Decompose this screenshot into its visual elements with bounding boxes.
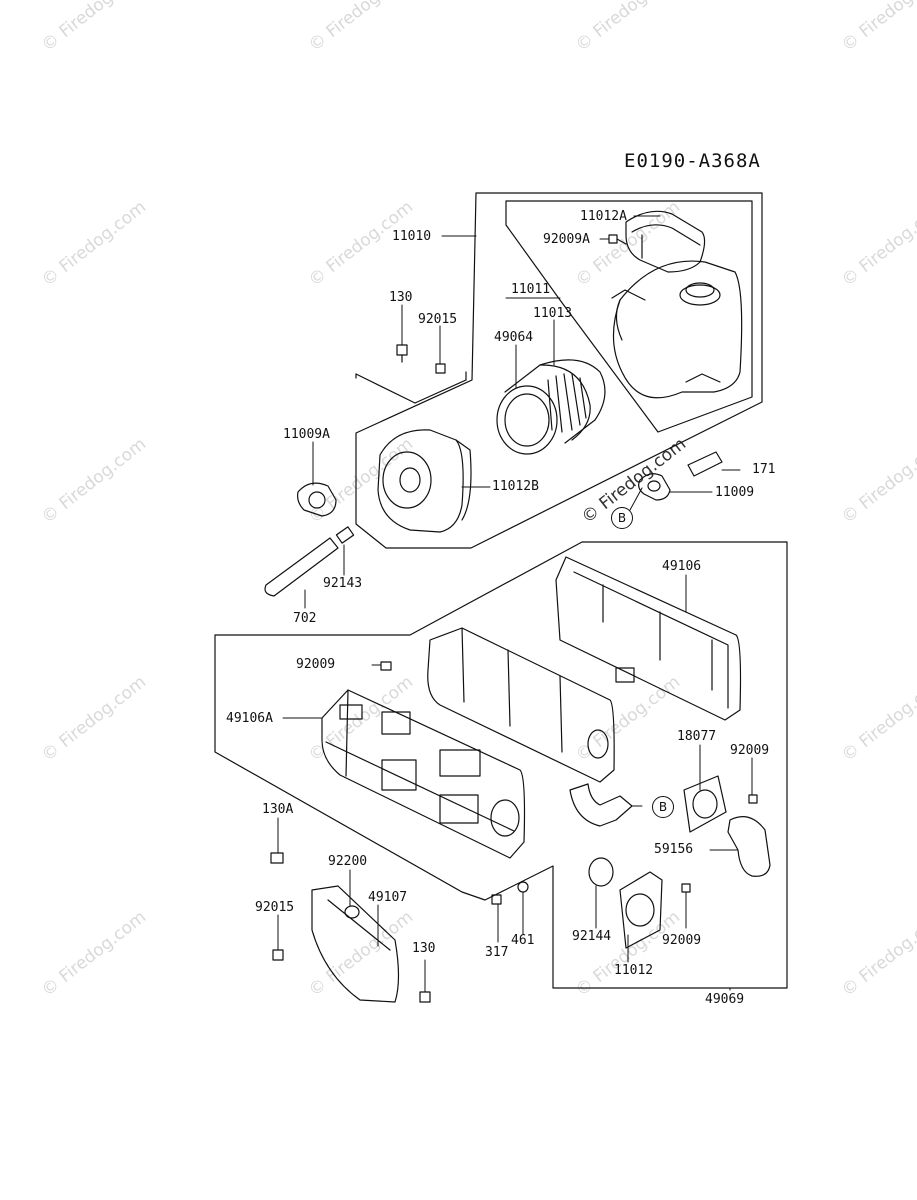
part-label-11009[interactable]: 11009 bbox=[715, 485, 755, 500]
part-label-49107[interactable]: 49107 bbox=[368, 890, 408, 905]
bolt-130A bbox=[270, 852, 284, 864]
part-label-92015[interactable]: 92015 bbox=[418, 312, 458, 327]
gasket-92144 bbox=[588, 857, 614, 887]
part-label-130[interactable]: 130 bbox=[389, 290, 413, 305]
bolt-92009-right bbox=[748, 794, 758, 804]
cover-11012A bbox=[625, 210, 706, 273]
part-label-317[interactable]: 317 bbox=[485, 945, 509, 960]
callout-b-lower: B bbox=[652, 796, 674, 818]
nut-92015-top bbox=[435, 363, 446, 374]
cover-49106A bbox=[321, 689, 526, 859]
part-label-11010[interactable]: 11010 bbox=[392, 229, 432, 244]
part-label-130A[interactable]: 130A bbox=[262, 802, 294, 817]
part-label-11012A[interactable]: 11012A bbox=[580, 209, 627, 224]
group-frame-11010 bbox=[355, 192, 763, 549]
leader-lines bbox=[277, 215, 753, 993]
pipe-171 bbox=[687, 451, 723, 477]
pipe-59156 bbox=[727, 816, 771, 877]
part-label-92143[interactable]: 92143 bbox=[323, 576, 363, 591]
part-label-92009[interactable]: 92009 bbox=[296, 657, 336, 672]
part-label-49106[interactable]: 49106 bbox=[662, 559, 702, 574]
bolt-92009-bottom bbox=[681, 883, 691, 893]
callout-b-upper: B bbox=[611, 507, 633, 529]
part-label-11011[interactable]: 11011 bbox=[511, 282, 551, 297]
housing-11011 bbox=[611, 260, 743, 399]
muffler-body bbox=[427, 627, 633, 827]
ring-461 bbox=[517, 881, 529, 893]
part-label-11013[interactable]: 11013 bbox=[533, 306, 573, 321]
diagram-code: E0190-A368A bbox=[624, 150, 761, 172]
part-label-461[interactable]: 461 bbox=[511, 933, 535, 948]
part-label-130[interactable]: 130 bbox=[412, 941, 436, 956]
flange-18077 bbox=[683, 775, 727, 833]
bolt-130-top bbox=[396, 344, 408, 363]
bolt-92009A bbox=[608, 234, 627, 245]
part-label-92009[interactable]: 92009 bbox=[730, 743, 770, 758]
nut-317 bbox=[491, 894, 502, 905]
gasket-11009 bbox=[638, 473, 671, 501]
nut-92015-bottom bbox=[272, 949, 284, 961]
base-11012B bbox=[377, 429, 472, 533]
guard-49107 bbox=[311, 885, 400, 1003]
group-frame-49069 bbox=[214, 541, 788, 989]
part-label-49064[interactable]: 49064 bbox=[494, 330, 534, 345]
part-label-59156[interactable]: 59156 bbox=[654, 842, 694, 857]
flange-11012 bbox=[619, 871, 663, 949]
washer-92200 bbox=[344, 905, 360, 919]
part-label-702[interactable]: 702 bbox=[293, 611, 317, 626]
part-label-92144[interactable]: 92144 bbox=[572, 929, 612, 944]
part-label-92009A[interactable]: 92009A bbox=[543, 232, 590, 247]
part-label-11012[interactable]: 11012 bbox=[614, 963, 654, 978]
part-label-18077[interactable]: 18077 bbox=[677, 729, 717, 744]
group-frame-11011 bbox=[505, 200, 753, 433]
hose-702 bbox=[264, 537, 339, 597]
part-label-92009[interactable]: 92009 bbox=[662, 933, 702, 948]
part-label-171[interactable]: 171 bbox=[752, 462, 776, 477]
bolt-130-bottom bbox=[419, 991, 431, 1003]
part-label-11009A[interactable]: 11009A bbox=[283, 427, 330, 442]
clamp-92143 bbox=[335, 526, 355, 544]
part-label-92015[interactable]: 92015 bbox=[255, 900, 295, 915]
part-label-49106A[interactable]: 49106A bbox=[226, 711, 273, 726]
part-label-92200[interactable]: 92200 bbox=[328, 854, 368, 869]
gasket-11009A bbox=[297, 482, 337, 517]
bolt-92009-left bbox=[380, 661, 392, 671]
heat-shield-49106 bbox=[555, 556, 742, 721]
part-label-49069[interactable]: 49069 bbox=[705, 992, 745, 1007]
filter-element bbox=[496, 359, 606, 455]
part-label-11012B[interactable]: 11012B bbox=[492, 479, 539, 494]
